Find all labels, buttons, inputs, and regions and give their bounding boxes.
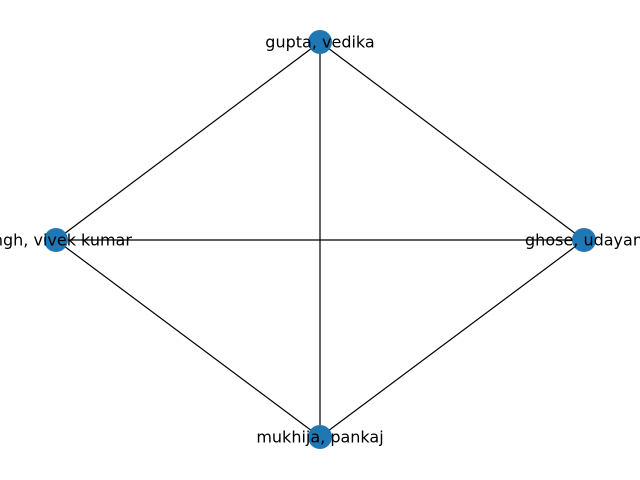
nodes-layer <box>44 30 596 449</box>
node-n2 <box>44 228 68 252</box>
node-label-n4: mukhija, pankaj <box>256 428 383 447</box>
edge-n1-n3 <box>319 41 585 241</box>
labels-layer: gupta, vedika singh, vivek kumar ghose, ud… <box>0 33 640 447</box>
node-label-n3: ghose, udayan <box>525 231 640 250</box>
edge-n1-n2 <box>55 41 321 241</box>
node-label-n1: gupta, vedika <box>265 33 374 52</box>
node-n3 <box>572 228 596 252</box>
edges-layer <box>55 41 585 438</box>
node-n4 <box>308 425 332 449</box>
edge-n3-n4 <box>319 239 585 438</box>
node-label-n2: singh, vivek kumar <box>0 231 132 250</box>
edge-n2-n4 <box>55 239 321 438</box>
node-n1 <box>308 30 332 54</box>
